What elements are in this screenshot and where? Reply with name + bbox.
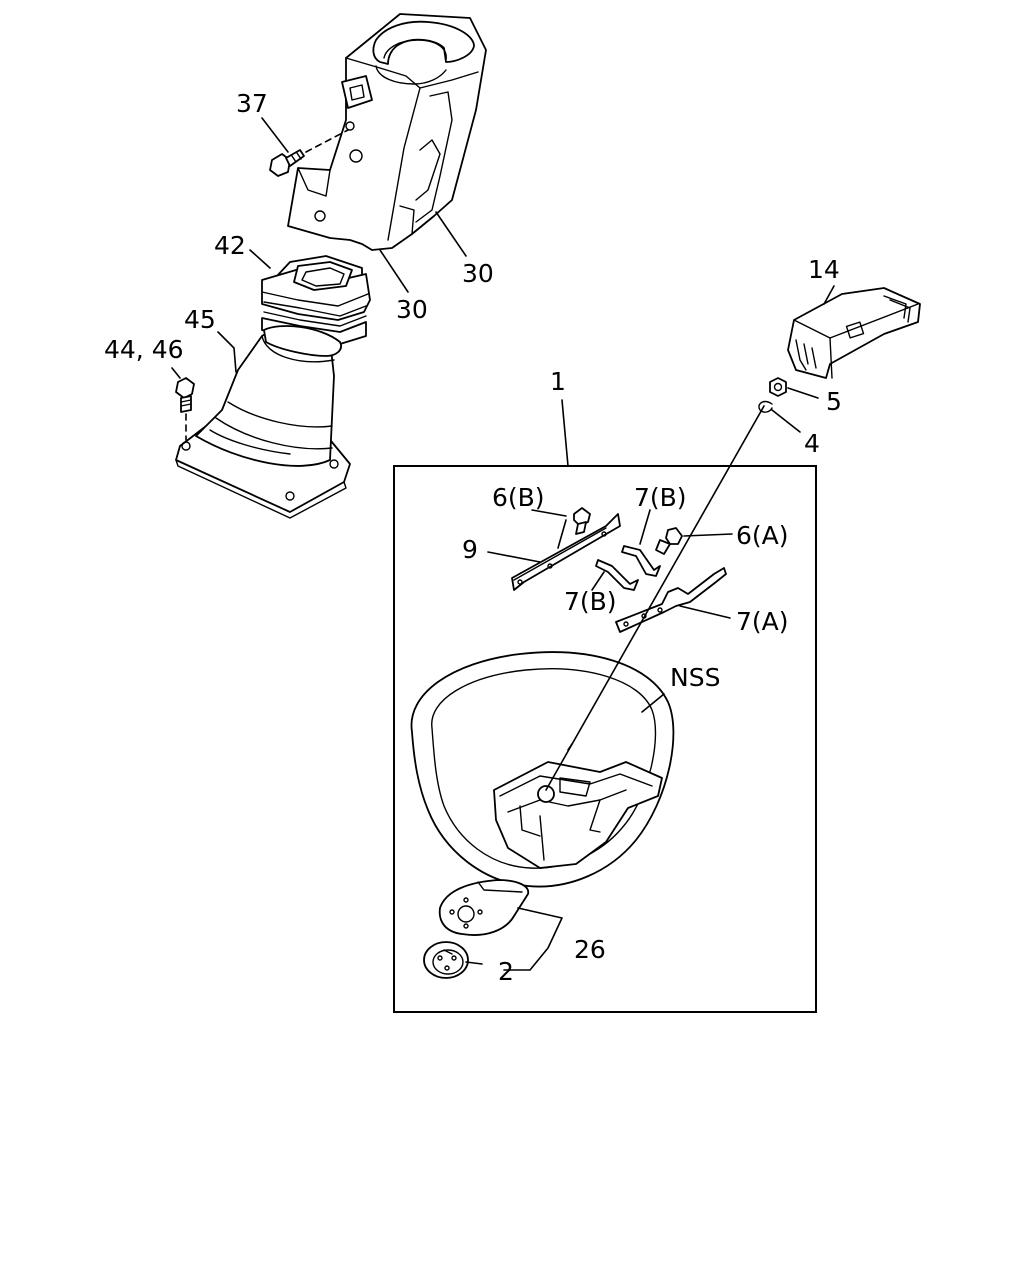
- callout-42: 42: [214, 231, 246, 260]
- callout-1: 1: [550, 367, 566, 396]
- callout-6a: 6(A): [736, 521, 789, 550]
- bolt-44-46: [175, 377, 195, 441]
- bolt-37: [269, 129, 349, 177]
- nut-5: [769, 377, 787, 397]
- bracket-7b-upper: [621, 545, 661, 577]
- callout-7b-lower: 7(B): [564, 587, 617, 616]
- washer-4: [758, 400, 773, 413]
- callout-7b-upper: 7(B): [634, 483, 687, 512]
- cover-14: [787, 287, 921, 379]
- callout-30-upper: 30: [462, 259, 494, 288]
- screw-6b: [573, 507, 591, 535]
- callout-nss: NSS: [670, 663, 720, 692]
- steering-wheel: [410, 651, 675, 888]
- callout-labels: 37 42 45 44, 46 30 30 14 5 4 1 6(B) 7(B)…: [104, 89, 842, 986]
- shaft-axis-break: [567, 743, 573, 751]
- callout-5: 5: [826, 387, 842, 416]
- callout-9: 9: [462, 535, 478, 564]
- callout-37: 37: [236, 89, 268, 118]
- callout-30-lower: 30: [396, 295, 428, 324]
- callout-14: 14: [808, 255, 840, 284]
- boot-42: [261, 255, 371, 345]
- leader-lines: [171, 117, 835, 971]
- screw-6a: [655, 527, 683, 555]
- horn-pad-26: [438, 879, 530, 936]
- callout-4: 4: [804, 429, 820, 458]
- column-cover-assembly: [287, 13, 487, 251]
- bracket-7b-lower: [595, 559, 639, 591]
- cover-45: [175, 325, 351, 519]
- bracket-7a: [615, 567, 727, 633]
- callout-6b: 6(B): [492, 483, 545, 512]
- callout-26: 26: [574, 935, 606, 964]
- callout-2: 2: [498, 957, 514, 986]
- callout-7a: 7(A): [736, 607, 789, 636]
- callout-44-46: 44, 46: [104, 335, 184, 364]
- horn-button-2: [423, 941, 469, 979]
- callout-45: 45: [184, 305, 216, 334]
- bracket-9: [511, 513, 621, 591]
- shaft-axis-line: [545, 405, 765, 791]
- detail-frame: [393, 465, 817, 1013]
